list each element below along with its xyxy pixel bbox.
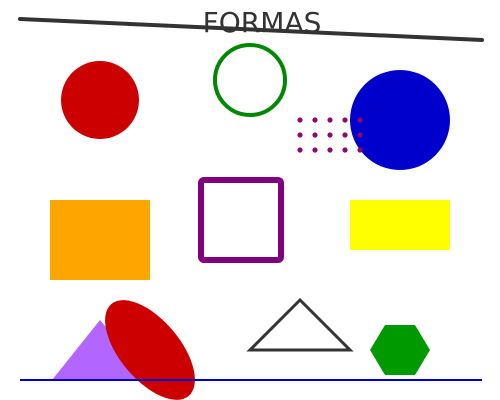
dot [357,147,363,153]
page-title: FORMAS [203,6,322,39]
dot [297,147,303,153]
blue-filled-circle [350,70,450,170]
green-hexagon [370,325,430,375]
dot [357,132,363,138]
dot [297,117,303,123]
dot [327,132,333,138]
dot [342,117,348,123]
dot [327,147,333,153]
dot [342,132,348,138]
yellow-rectangle [350,200,450,250]
top-diagonal-line [18,17,484,42]
red-filled-circle [61,61,139,139]
dot-grid [297,117,363,153]
dot [312,117,318,123]
dot [312,147,318,153]
orange-rectangle [50,200,150,280]
dot [312,132,318,138]
dot [357,117,363,123]
outline-triangle [246,297,354,352]
dot [342,147,348,153]
red-rotated-ellipse [105,300,195,400]
purple-outline-square [198,177,284,263]
dot [327,117,333,123]
green-outline-circle [213,43,287,117]
dot [297,132,303,138]
